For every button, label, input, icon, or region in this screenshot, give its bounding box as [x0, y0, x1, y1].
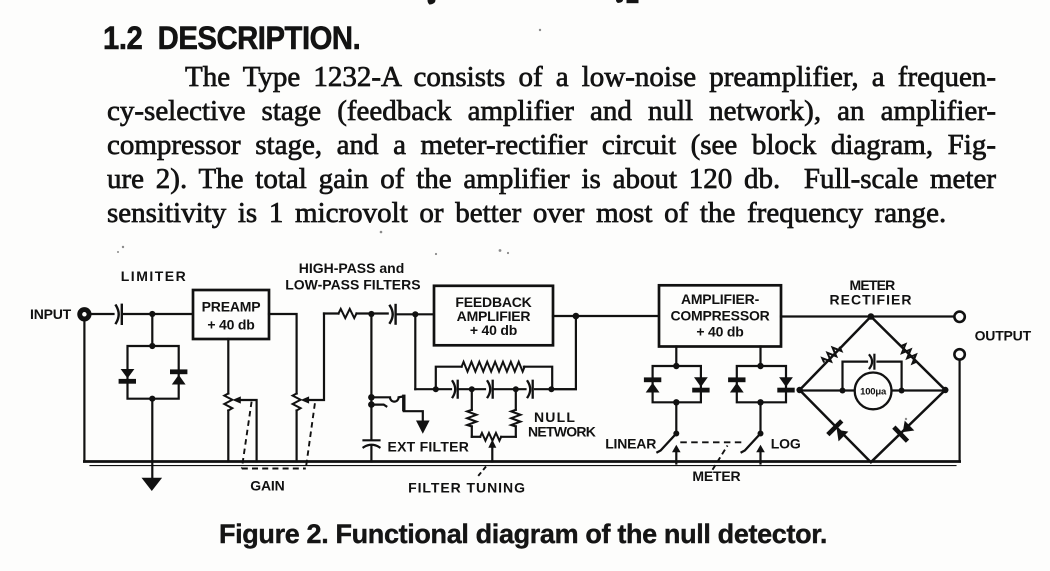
svg-text:METER: METER	[692, 468, 740, 484]
svg-text:NETWORK: NETWORK	[528, 424, 596, 440]
svg-text:EXT FILTER: EXT FILTER	[388, 439, 470, 455]
svg-text:LOW-PASS FILTERS: LOW-PASS FILTERS	[285, 276, 420, 292]
svg-text:+ 40 db: + 40 db	[207, 317, 254, 333]
svg-text:AMPLIFIER: AMPLIFIER	[457, 308, 531, 324]
svg-text:HIGH-PASS and: HIGH-PASS and	[299, 260, 405, 276]
svg-text:+ 40 db: + 40 db	[470, 322, 517, 338]
svg-text:LIMITER: LIMITER	[121, 268, 188, 284]
svg-text:GAIN: GAIN	[250, 478, 284, 494]
svg-text:COMPRESSOR: COMPRESSOR	[670, 307, 769, 323]
svg-text:RECTIFIER: RECTIFIER	[830, 292, 913, 308]
svg-text:INPUT: INPUT	[30, 306, 72, 322]
svg-text:FILTER TUNING: FILTER TUNING	[408, 480, 526, 496]
svg-text:AMPLIFIER-: AMPLIFIER-	[681, 291, 760, 307]
svg-text:METER: METER	[849, 277, 895, 293]
svg-text:NULL: NULL	[534, 409, 576, 425]
svg-text:100μa: 100μa	[860, 387, 887, 398]
svg-text:LOG: LOG	[771, 436, 801, 452]
svg-text:OUTPUT: OUTPUT	[975, 328, 1032, 344]
svg-text:LINEAR: LINEAR	[605, 436, 656, 452]
svg-text:FEEDBACK: FEEDBACK	[455, 294, 531, 310]
svg-text:+ 40 db: + 40 db	[696, 323, 743, 339]
svg-text:PREAMP: PREAMP	[202, 299, 261, 315]
